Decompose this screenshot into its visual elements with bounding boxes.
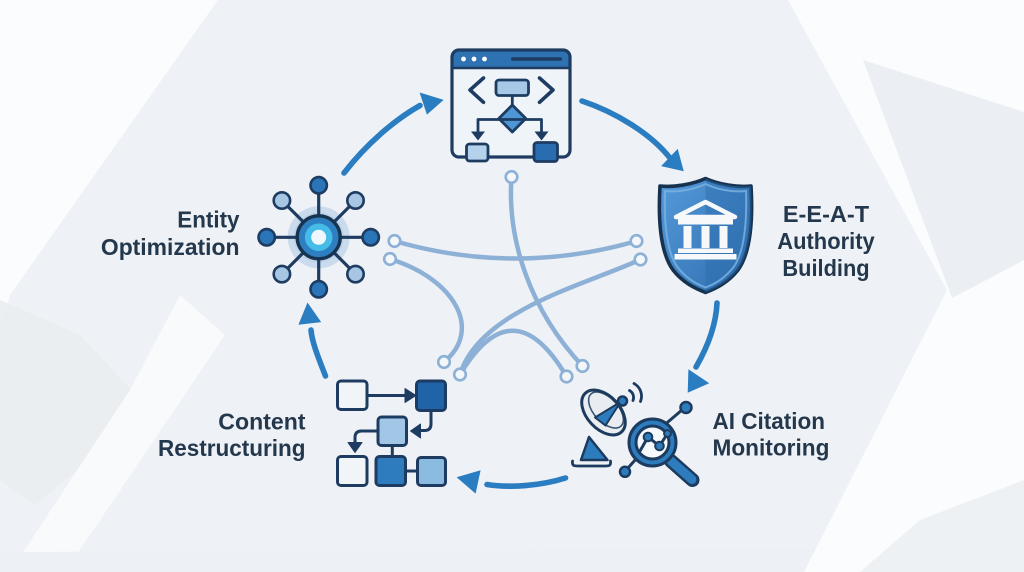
svg-text:Restructuring: Restructuring — [158, 435, 306, 461]
svg-text:Optimization: Optimization — [101, 234, 240, 260]
svg-text:Monitoring: Monitoring — [713, 435, 830, 461]
svg-text:Content: Content — [218, 408, 305, 434]
svg-text:Entity: Entity — [177, 207, 239, 233]
svg-text:AI Citation: AI Citation — [713, 408, 826, 434]
svg-text:Authority: Authority — [777, 228, 874, 254]
svg-text:E-E-A-T: E-E-A-T — [783, 201, 870, 227]
svg-text:Building: Building — [782, 255, 869, 281]
